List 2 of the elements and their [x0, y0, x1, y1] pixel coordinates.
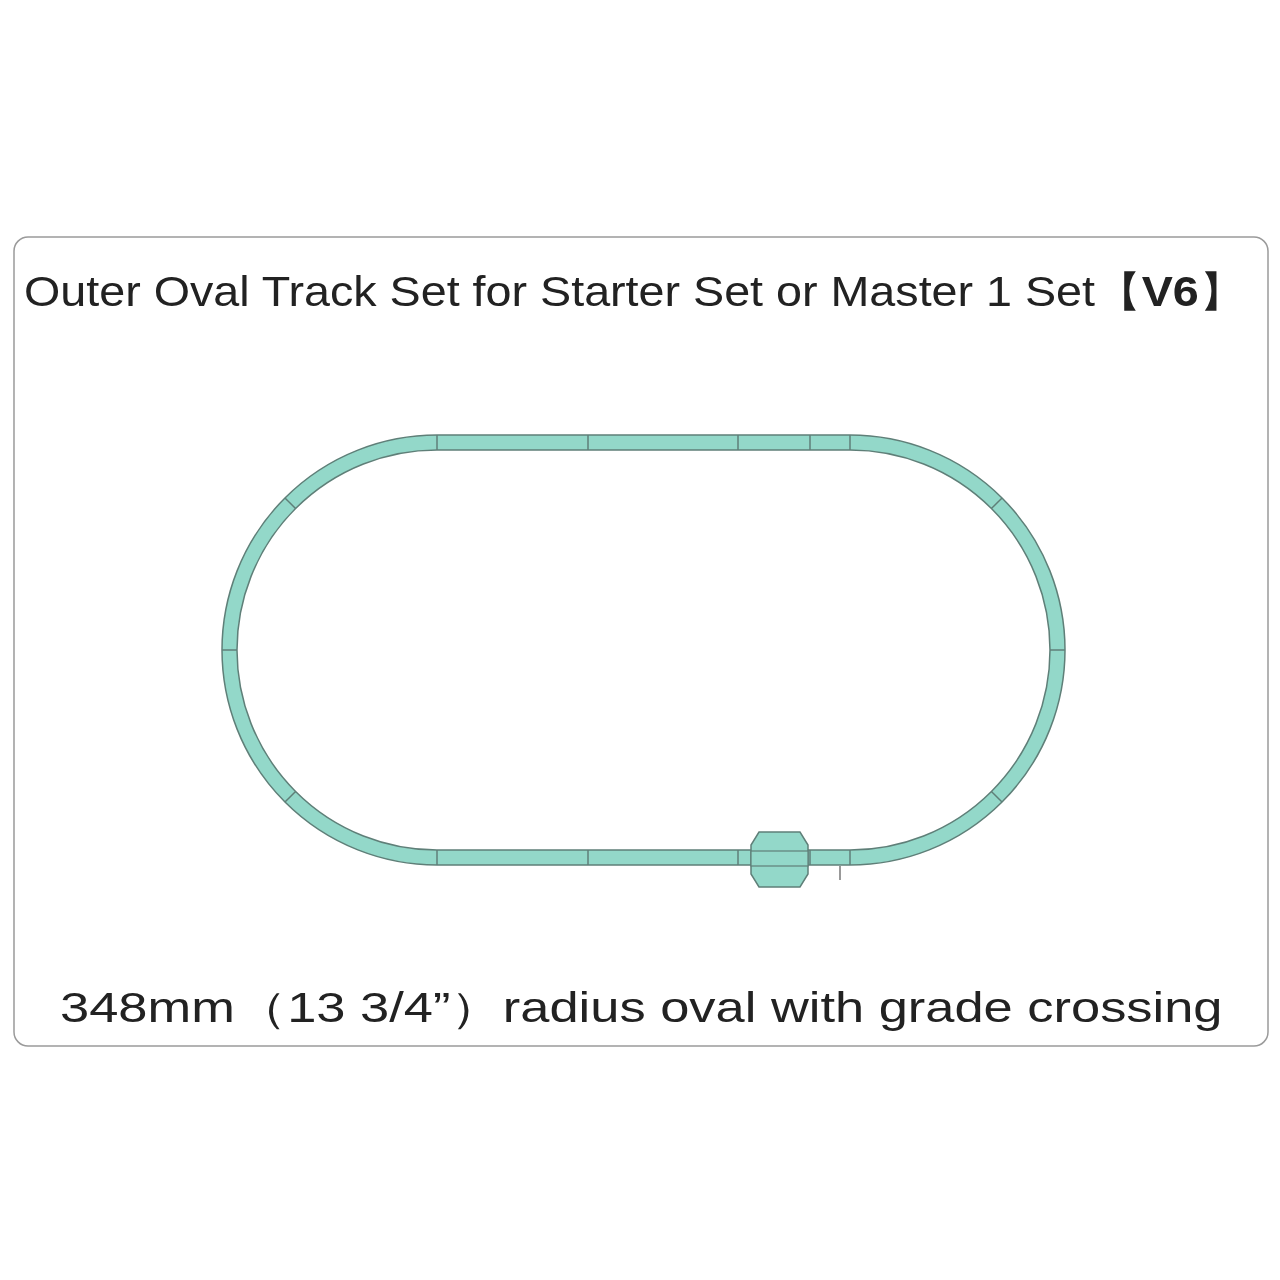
title: Outer Oval Track Set for Starter Set or Master 1 Set【V6】	[24, 269, 1246, 316]
caption: 348mm（13 3/4”）radius oval with grade crossing	[60, 985, 1223, 1032]
